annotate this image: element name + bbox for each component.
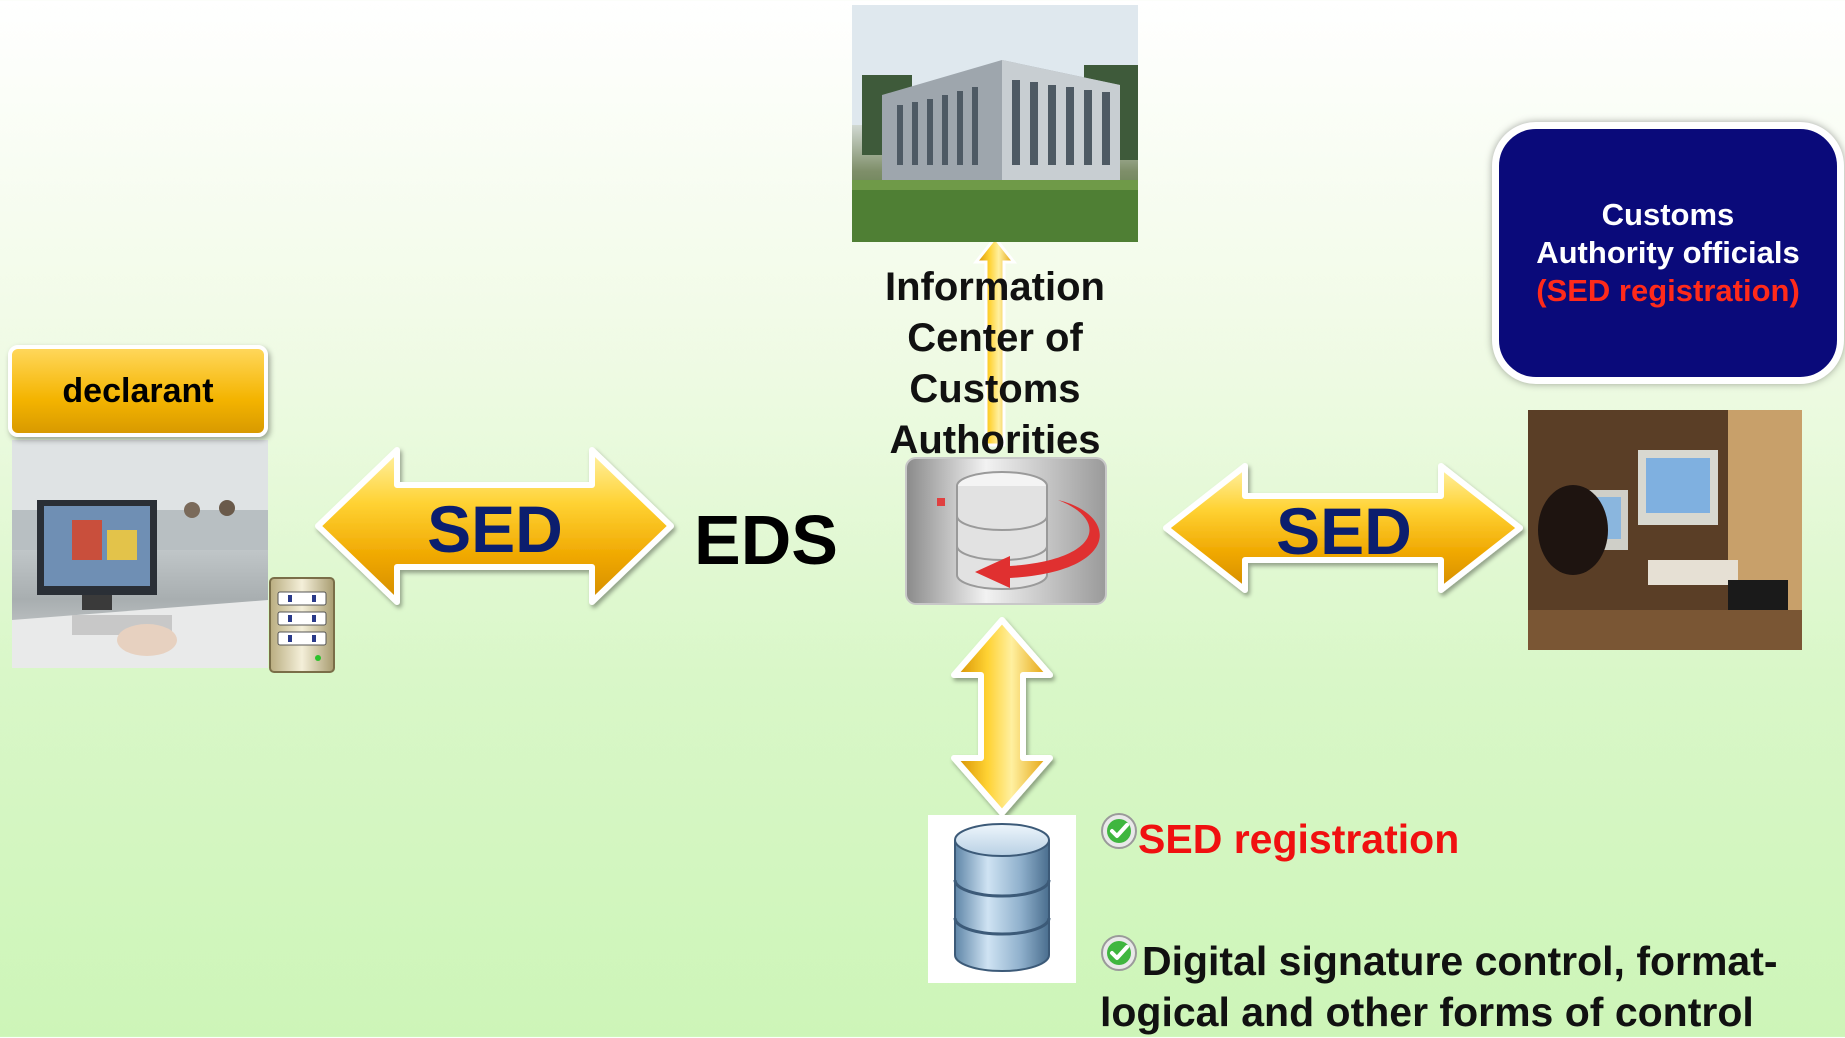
officials-line-1: Customs xyxy=(1601,197,1735,232)
arrow-declarant-eds xyxy=(315,447,674,605)
officials-line-2: Authority officials xyxy=(1536,235,1800,270)
eds-label: EDS xyxy=(694,501,838,579)
info-center-building-image xyxy=(852,5,1138,242)
info-center-label: Information Center of Customs Authoritie… xyxy=(885,265,1105,462)
declarant-label: declarant xyxy=(8,345,268,437)
declarant-office-image xyxy=(12,440,268,668)
checklist-item-registration: SED registration xyxy=(1100,813,1460,865)
arrow-to-info-center xyxy=(972,235,1018,447)
arrow-eds-database xyxy=(951,617,1053,816)
declarant-server-icon xyxy=(269,577,335,673)
check-icon xyxy=(1101,813,1137,849)
eds-server-icon xyxy=(905,457,1107,605)
database-icon xyxy=(928,815,1076,983)
officials-line-3: (SED registration) xyxy=(1536,273,1800,308)
customs-officials-image xyxy=(1528,410,1802,650)
checklist-text-registration: SED registration xyxy=(1138,816,1460,862)
left-arrow-label: SED xyxy=(427,492,563,566)
checklist-item-controls: Digital signature control, format-logica… xyxy=(1100,935,1840,1038)
check-icon xyxy=(1101,935,1137,971)
checklist-text-controls: Digital signature control, format-logica… xyxy=(1100,938,1778,1035)
customs-officials-box: Customs Authority officials (SED registr… xyxy=(1492,122,1844,384)
arrow-eds-officials xyxy=(1163,463,1523,593)
right-arrow-label: SED xyxy=(1276,494,1412,568)
